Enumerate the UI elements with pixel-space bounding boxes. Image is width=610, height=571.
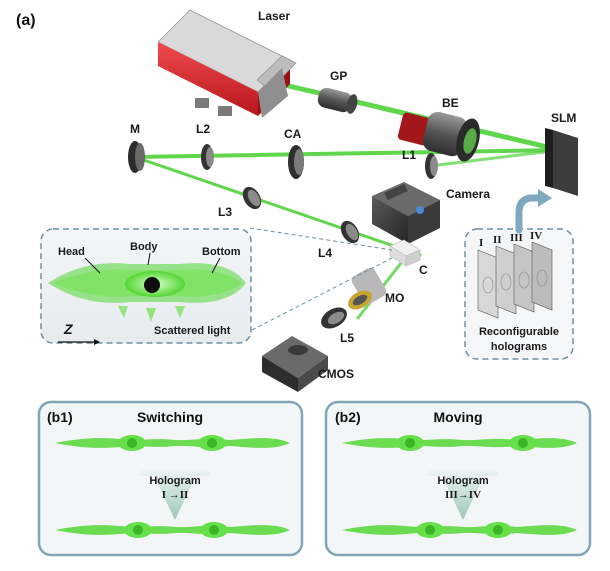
holograms-caption-line2: holograms xyxy=(491,341,547,353)
gp-label: GP xyxy=(330,69,347,83)
l5-label: L5 xyxy=(340,331,354,345)
l3-label: L3 xyxy=(218,205,232,219)
slm-device xyxy=(545,128,578,196)
inset-scattered-label: Scattered light xyxy=(154,325,231,337)
ca-label: CA xyxy=(284,127,302,141)
laser-label: Laser xyxy=(258,9,290,23)
panel-b1-hologram-label: Hologram xyxy=(149,475,201,487)
inset-bottom-label: Bottom xyxy=(202,246,241,258)
hologram-roman-3: III xyxy=(510,232,523,244)
inset-z-label: Z xyxy=(63,321,73,337)
holograms-caption-line1: Reconfigurable xyxy=(479,326,559,338)
panel-b2 xyxy=(324,400,592,557)
camera-device xyxy=(372,182,440,244)
cuvette-c xyxy=(389,239,421,267)
panel-b1-transition: I →II xyxy=(162,489,189,501)
bottle-beam-inset xyxy=(40,228,252,345)
be-beam-expander xyxy=(397,111,480,162)
lens-l1 xyxy=(425,153,438,179)
c-label: C xyxy=(419,263,428,277)
b2-beam-bottom xyxy=(342,522,577,538)
lens-l2 xyxy=(201,144,214,170)
panel-b2-hologram-label: Hologram xyxy=(437,475,489,487)
hologram-to-slm-arrow xyxy=(515,189,552,234)
hologram-roman-4: IV xyxy=(530,230,542,242)
hologram-roman-1: I xyxy=(479,237,483,249)
panel-b1 xyxy=(37,400,304,557)
cmos-label: CMOS xyxy=(318,367,354,381)
camera-label: Camera xyxy=(446,187,490,201)
b2-beam-top xyxy=(342,435,577,451)
panel-b2-title: Moving xyxy=(434,409,483,425)
hologram-roman-2: II xyxy=(493,234,502,246)
b1-beam-top xyxy=(55,435,290,451)
m-label: M xyxy=(130,122,140,136)
panel-b2-transition: III→IV xyxy=(445,489,481,501)
l2-label: L2 xyxy=(196,122,210,136)
cmos-camera xyxy=(262,336,328,392)
lens-l3 xyxy=(242,186,262,210)
panel-b2-id: (b2) xyxy=(335,409,361,425)
lens-l5 xyxy=(321,307,347,329)
panel-b1-title: Switching xyxy=(137,409,203,425)
gp-component xyxy=(317,87,358,114)
mirror-m xyxy=(128,141,145,173)
l1-label: L1 xyxy=(402,148,416,162)
inset-leader-lines xyxy=(249,227,393,331)
l4-label: L4 xyxy=(318,246,332,260)
panel-b1-id: (b1) xyxy=(47,409,73,425)
slm-label: SLM xyxy=(551,111,576,125)
lens-l4 xyxy=(340,220,360,244)
be-label: BE xyxy=(442,96,459,110)
mo-label: MO xyxy=(385,291,404,305)
objective-mo xyxy=(348,267,387,310)
b1-beam-bottom xyxy=(55,522,290,538)
inset-head-label: Head xyxy=(58,246,85,258)
panel-a-label: (a) xyxy=(16,12,36,29)
inset-body-label: Body xyxy=(130,241,158,253)
laser-unit xyxy=(157,9,297,118)
aperture-ca xyxy=(288,145,304,179)
